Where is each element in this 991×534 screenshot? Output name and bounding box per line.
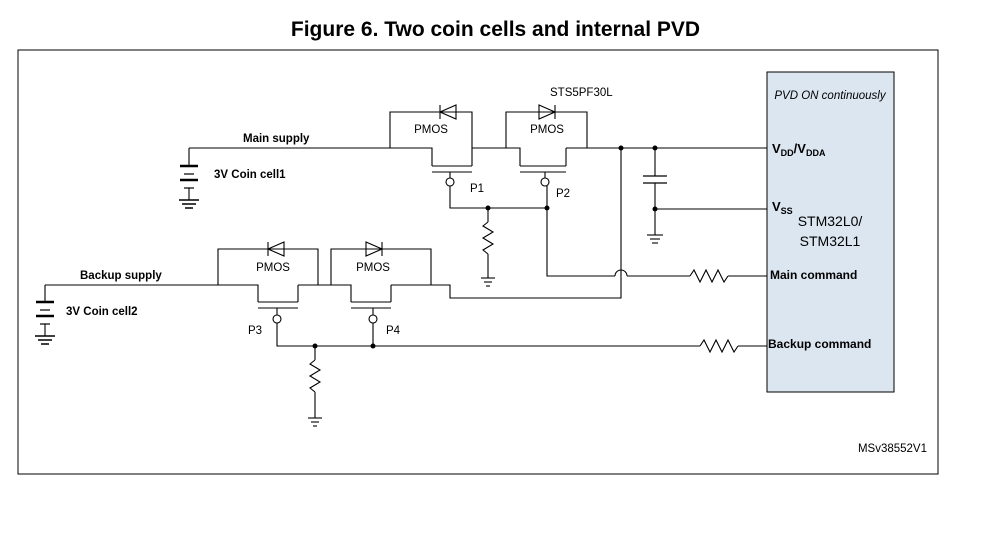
p1-gate-bubble (445, 177, 455, 187)
p3-body-diode-icon (266, 241, 285, 257)
p2-label: P2 (556, 188, 570, 200)
p1-type-label: PMOS (414, 124, 448, 136)
p2-body-diode-icon (538, 104, 557, 120)
mosfet-part-number: STS5PF30L (550, 87, 613, 99)
diagram-frame (17, 49, 939, 475)
vss-pin-label: VSS (772, 199, 793, 216)
p2-type-label: PMOS (530, 124, 564, 136)
pvd-mode-label: PVD ON continuously (774, 90, 886, 102)
mcu-block: PVD ON continuously VDD/VDDA VSS STM32L0… (766, 71, 895, 393)
p3-gate-bubble (272, 314, 282, 324)
backup-supply-label: Backup supply (80, 270, 162, 282)
main-command-resistor (689, 268, 729, 284)
vdd-pin-label: VDD/VDDA (772, 141, 826, 158)
decoupling-capacitor (643, 148, 667, 244)
p3-label: P3 (248, 325, 262, 337)
coin-cell1-battery (179, 148, 199, 209)
p1-label: P1 (470, 183, 484, 195)
mcu-part-line1: STM32L0/ (798, 213, 863, 229)
p4-body-diode-icon (365, 241, 384, 257)
coin-cell2-battery (35, 285, 55, 345)
backup-command-resistor (699, 338, 739, 354)
backup-gate-pulldown-resistor (308, 346, 322, 427)
p1-body-diode-icon (438, 104, 457, 120)
p4-type-label: PMOS (356, 262, 390, 274)
figure-reference: MSv38552V1 (858, 443, 927, 455)
cell1-label: 3V Coin cell1 (214, 169, 286, 181)
main-command-pin-label: Main command (770, 268, 857, 282)
main-supply-branch: 3V Coin cell1 Main supply PMOS P1 PMOS S… (179, 87, 767, 287)
mcu-part-line2: STM32L1 (800, 233, 861, 249)
p3-type-label: PMOS (256, 262, 290, 274)
p4-gate-bubble (368, 314, 378, 324)
backup-supply-branch: 3V Coin cell2 Backup supply PMOS P3 PMOS… (35, 241, 767, 427)
main-supply-label: Main supply (243, 133, 310, 145)
figure-title: Figure 6. Two coin cells and internal PV… (290, 18, 701, 41)
cell2-label: 3V Coin cell2 (66, 306, 138, 318)
main-gate-pulldown-resistor (481, 208, 495, 287)
p4-label: P4 (386, 325, 401, 337)
p2-gate-bubble (540, 177, 550, 187)
backup-command-pin-label: Backup command (768, 337, 871, 351)
